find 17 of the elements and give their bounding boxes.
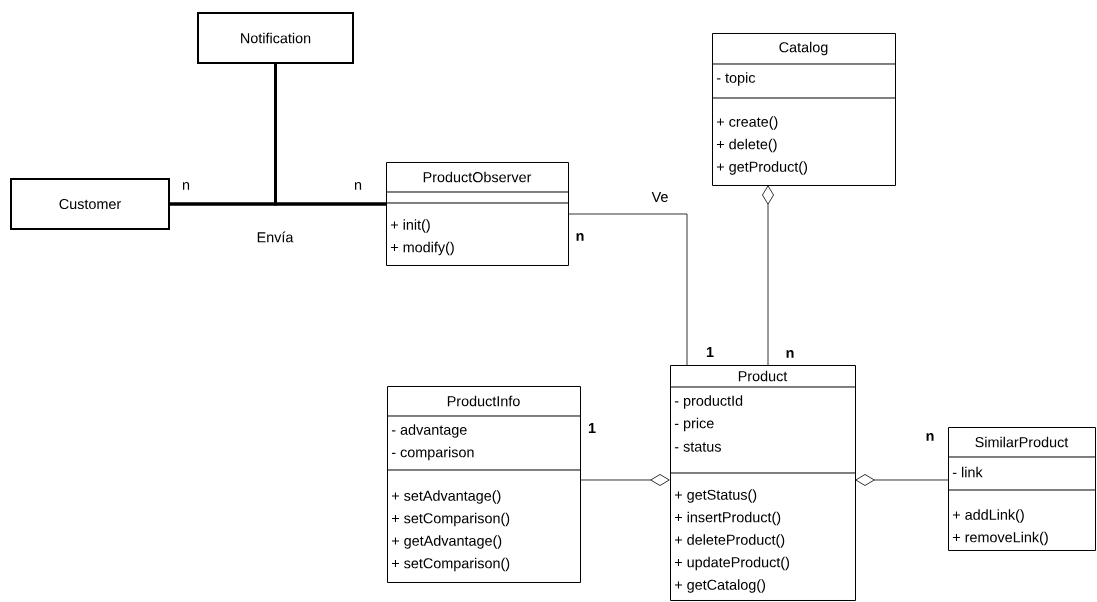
class-box: ProductInfo - advantage - comparison + setAdvantage() + setComparison() + getAdvantage() + setComparison()	[386, 386, 581, 583]
edge-label: Ve	[650, 190, 670, 204]
association-line	[579, 474, 670, 486]
association-line	[855, 474, 949, 486]
multiplicity-label: n	[354, 182, 362, 190]
multiplicity-label: n	[182, 182, 190, 190]
edge-label: Envía	[255, 230, 295, 244]
association-line	[568, 213, 688, 366]
multiplicity-label: n	[926, 433, 934, 441]
association-line	[274, 64, 386, 206]
class-box: ProductObserver + init() + modify()	[385, 162, 569, 266]
entity-box: Notification	[197, 12, 354, 64]
class-box: Catalog - topic + create() + delete() + getProduct()	[711, 33, 896, 186]
class-box: Product - productId - price - status + getStatus() + insertProduct() + deleteProduct() + updateProduct() + getCatalog()	[669, 365, 856, 601]
association-line	[762, 185, 774, 366]
class-box: SimilarProduct - link + addLink() + removeLink()	[947, 427, 1096, 551]
entity-box: Customer	[10, 178, 170, 230]
